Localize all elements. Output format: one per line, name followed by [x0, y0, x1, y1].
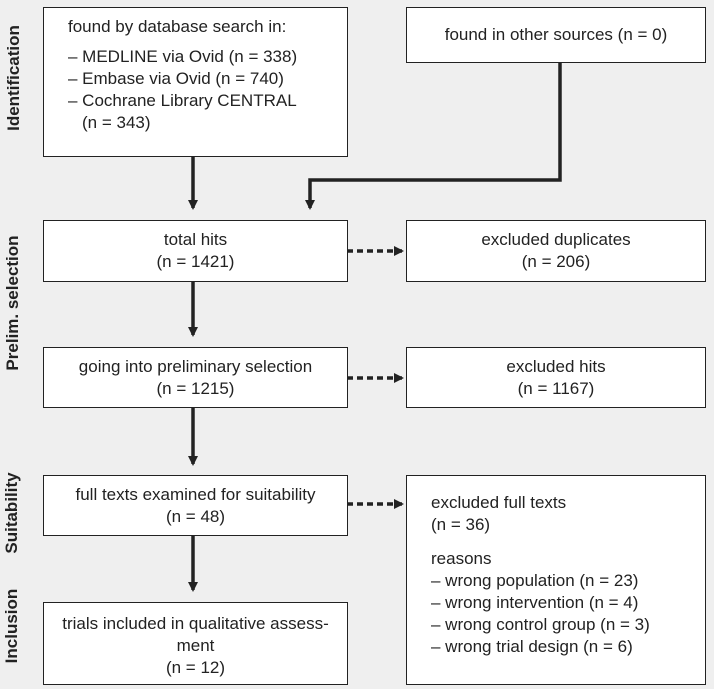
search-item-cochrane: – Cochrane Library CENTRAL — [68, 91, 297, 110]
excluded-full-texts-n: (n = 36) — [431, 515, 491, 534]
total-hits-n: (n = 1421) — [156, 252, 235, 271]
preliminary-selection-n: (n = 1215) — [156, 379, 235, 398]
reason-population: – wrong population (n = 23) — [431, 571, 639, 590]
other-sources-label: found in other sources (n = 0) — [444, 25, 668, 44]
reason-trial-design: – wrong trial design (n = 6) — [431, 637, 633, 656]
search-item-cochrane-n: (n = 343) — [82, 113, 151, 132]
excluded-duplicates-n: (n = 206) — [521, 252, 591, 271]
other-sources-box: found in other sources (n = 0) — [406, 7, 706, 63]
full-texts-n: (n = 48) — [165, 507, 226, 526]
full-texts-box: full texts examined for suitability (n =… — [43, 475, 348, 536]
excluded-duplicates-box: excluded duplicates (n = 206) — [406, 220, 706, 282]
search-heading: found by database search in: — [68, 17, 287, 36]
preliminary-selection-label: going into preliminary selection — [78, 357, 313, 376]
included-trials-n: (n = 12) — [165, 658, 226, 677]
total-hits-label: total hits — [163, 230, 228, 249]
excluded-hits-box: excluded hits (n = 1167) — [406, 347, 706, 408]
excluded-full-texts-box: excluded full texts (n = 36) reasons – w… — [406, 475, 706, 685]
full-texts-label: full texts examined for suitability — [75, 485, 316, 504]
excluded-hits-n: (n = 1167) — [517, 379, 595, 398]
reason-intervention: – wrong intervention (n = 4) — [431, 593, 639, 612]
total-hits-box: total hits (n = 1421) — [43, 220, 348, 282]
reason-control-group: – wrong control group (n = 3) — [431, 615, 650, 634]
included-trials-line2: ment — [176, 636, 215, 655]
search-item-embase: – Embase via Ovid (n = 740) — [68, 69, 284, 88]
excluded-hits-label: excluded hits — [506, 357, 606, 376]
excluded-duplicates-label: excluded duplicates — [481, 230, 631, 249]
reasons-label: reasons — [431, 549, 492, 568]
included-trials-line1: trials included in qualitative assess- — [62, 614, 329, 633]
included-trials-box: trials included in qualitative assess- m… — [43, 602, 348, 685]
preliminary-selection-box: going into preliminary selection (n = 12… — [43, 347, 348, 408]
arrow-other-to-total — [305, 63, 562, 210]
excluded-full-texts-label: excluded full texts — [431, 493, 567, 512]
database-search-box: found by database search in: – MEDLINE v… — [43, 7, 348, 157]
search-item-medline: – MEDLINE via Ovid (n = 338) — [68, 47, 298, 66]
